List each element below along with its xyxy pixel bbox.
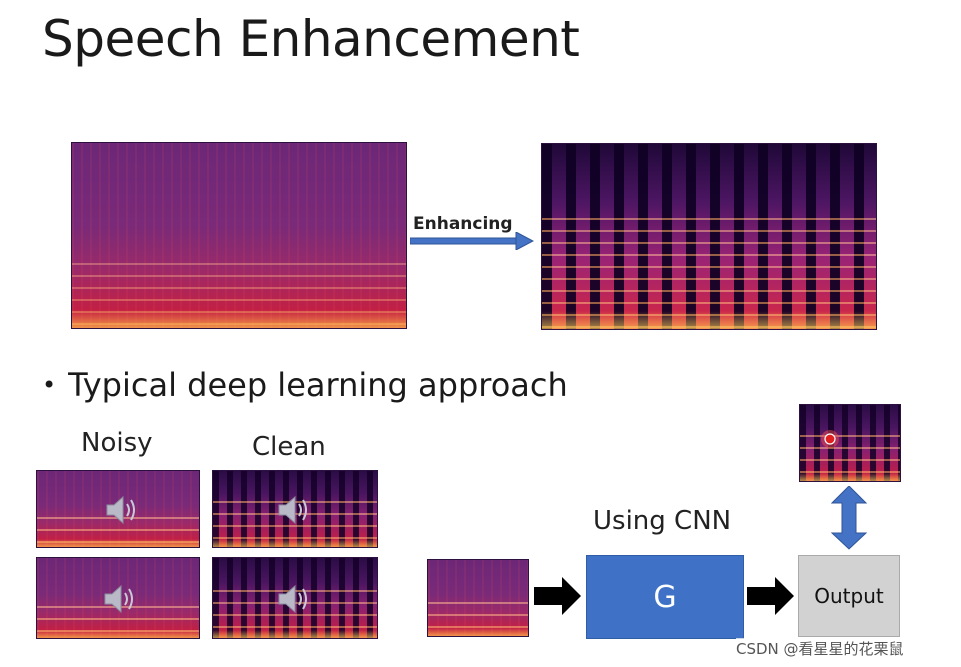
- generator-box: G: [586, 555, 744, 639]
- bullet-text: Typical deep learning approach: [68, 366, 568, 404]
- noisy-spectrogram-1[interactable]: [36, 470, 200, 548]
- clean-label: Clean: [252, 432, 326, 462]
- clean-spectrogram-1[interactable]: [212, 470, 378, 548]
- clean-spectrogram-large: [541, 143, 877, 330]
- noisy-spectrogram-2[interactable]: [36, 557, 200, 639]
- speaker-icon[interactable]: [105, 495, 139, 525]
- right-arrow-icon: [747, 577, 794, 615]
- right-arrow-icon: [410, 232, 534, 250]
- right-arrow-icon: [534, 577, 581, 615]
- speaker-icon[interactable]: [103, 584, 137, 614]
- enhancing-label: Enhancing: [413, 214, 513, 234]
- speaker-icon[interactable]: [277, 584, 311, 614]
- output-label: Output: [814, 584, 884, 608]
- generator-label: G: [653, 579, 677, 615]
- input-spectrogram: [427, 559, 529, 637]
- noisy-spectrogram-large: [71, 142, 407, 329]
- slide-title: Speech Enhancement: [42, 10, 580, 68]
- output-spectrogram: [799, 404, 901, 482]
- using-cnn-label: Using CNN: [593, 506, 732, 536]
- output-box: Output: [798, 555, 900, 637]
- watermark: CSDN @看星星的花栗鼠: [736, 638, 904, 659]
- noisy-label: Noisy: [81, 428, 153, 458]
- speaker-icon[interactable]: [277, 495, 311, 525]
- double-arrow-icon: [831, 486, 867, 550]
- clean-spectrogram-2[interactable]: [212, 557, 378, 639]
- record-indicator-icon: [821, 430, 839, 448]
- bullet-point: • Typical deep learning approach: [42, 366, 568, 404]
- bullet-dot-icon: •: [42, 371, 57, 399]
